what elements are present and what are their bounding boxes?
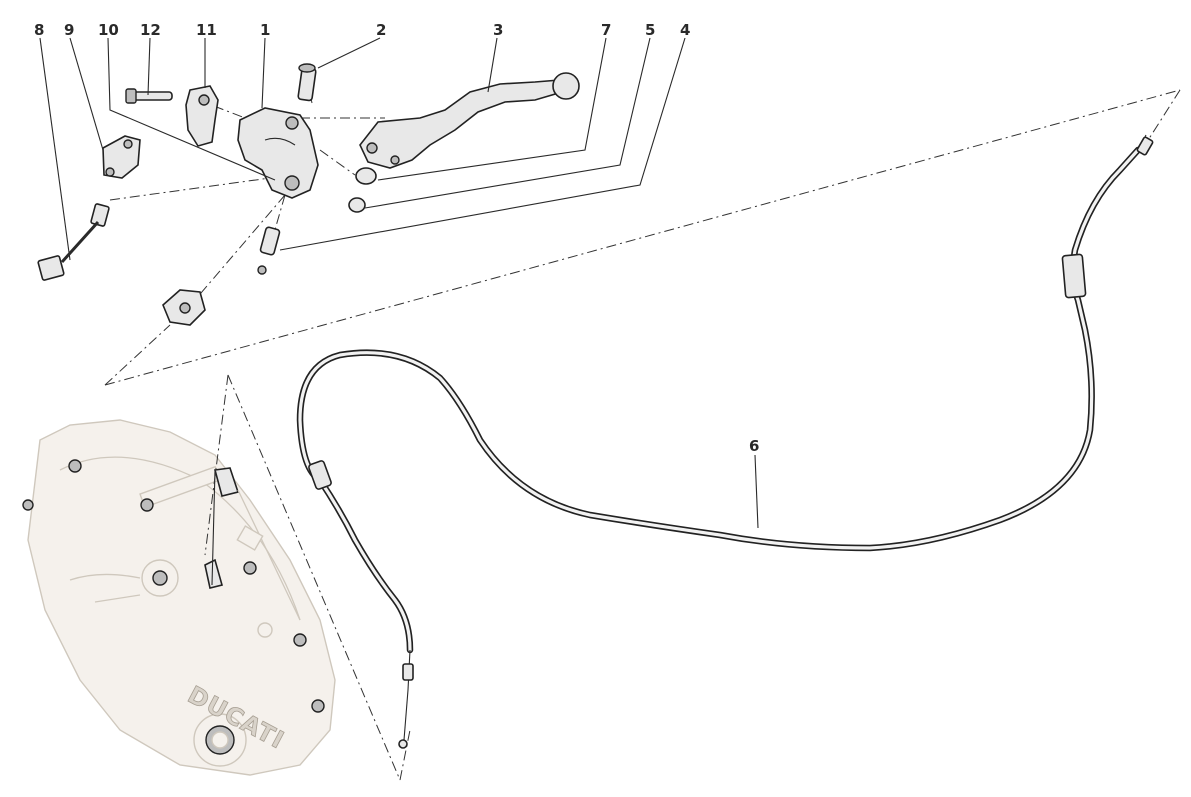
callout-11: 11 (196, 21, 217, 39)
clutch-lever-assembly (37, 63, 580, 326)
lever-bracket (237, 107, 319, 199)
callout-4: 4 (680, 21, 690, 39)
clutch-lever (359, 79, 563, 169)
clutch-cover-ghost: DUCATI (22, 419, 336, 776)
callout-3: 3 (493, 21, 503, 39)
pivot-bushing (355, 167, 377, 185)
alignment-lines (104, 71, 1181, 781)
callout-leaders (39, 37, 759, 529)
callout-9: 9 (64, 21, 74, 39)
callout-12: 12 (140, 21, 161, 39)
callout-1: 1 (260, 21, 270, 39)
callout-7: 7 (601, 21, 611, 39)
callout-2: 2 (376, 21, 386, 39)
switch-connector (37, 255, 65, 281)
cable-adjuster (259, 226, 281, 256)
lever-nut (348, 197, 366, 213)
callout-10: 10 (98, 21, 119, 39)
callout-numbers: 8 9 10 12 11 1 2 3 7 5 4 6 (34, 21, 759, 455)
callout-6: 6 (749, 437, 759, 455)
callout-5: 5 (645, 21, 655, 39)
handlebar-clamp (185, 85, 219, 147)
callout-8: 8 (34, 21, 44, 39)
clutch-cable (296, 134, 1154, 749)
